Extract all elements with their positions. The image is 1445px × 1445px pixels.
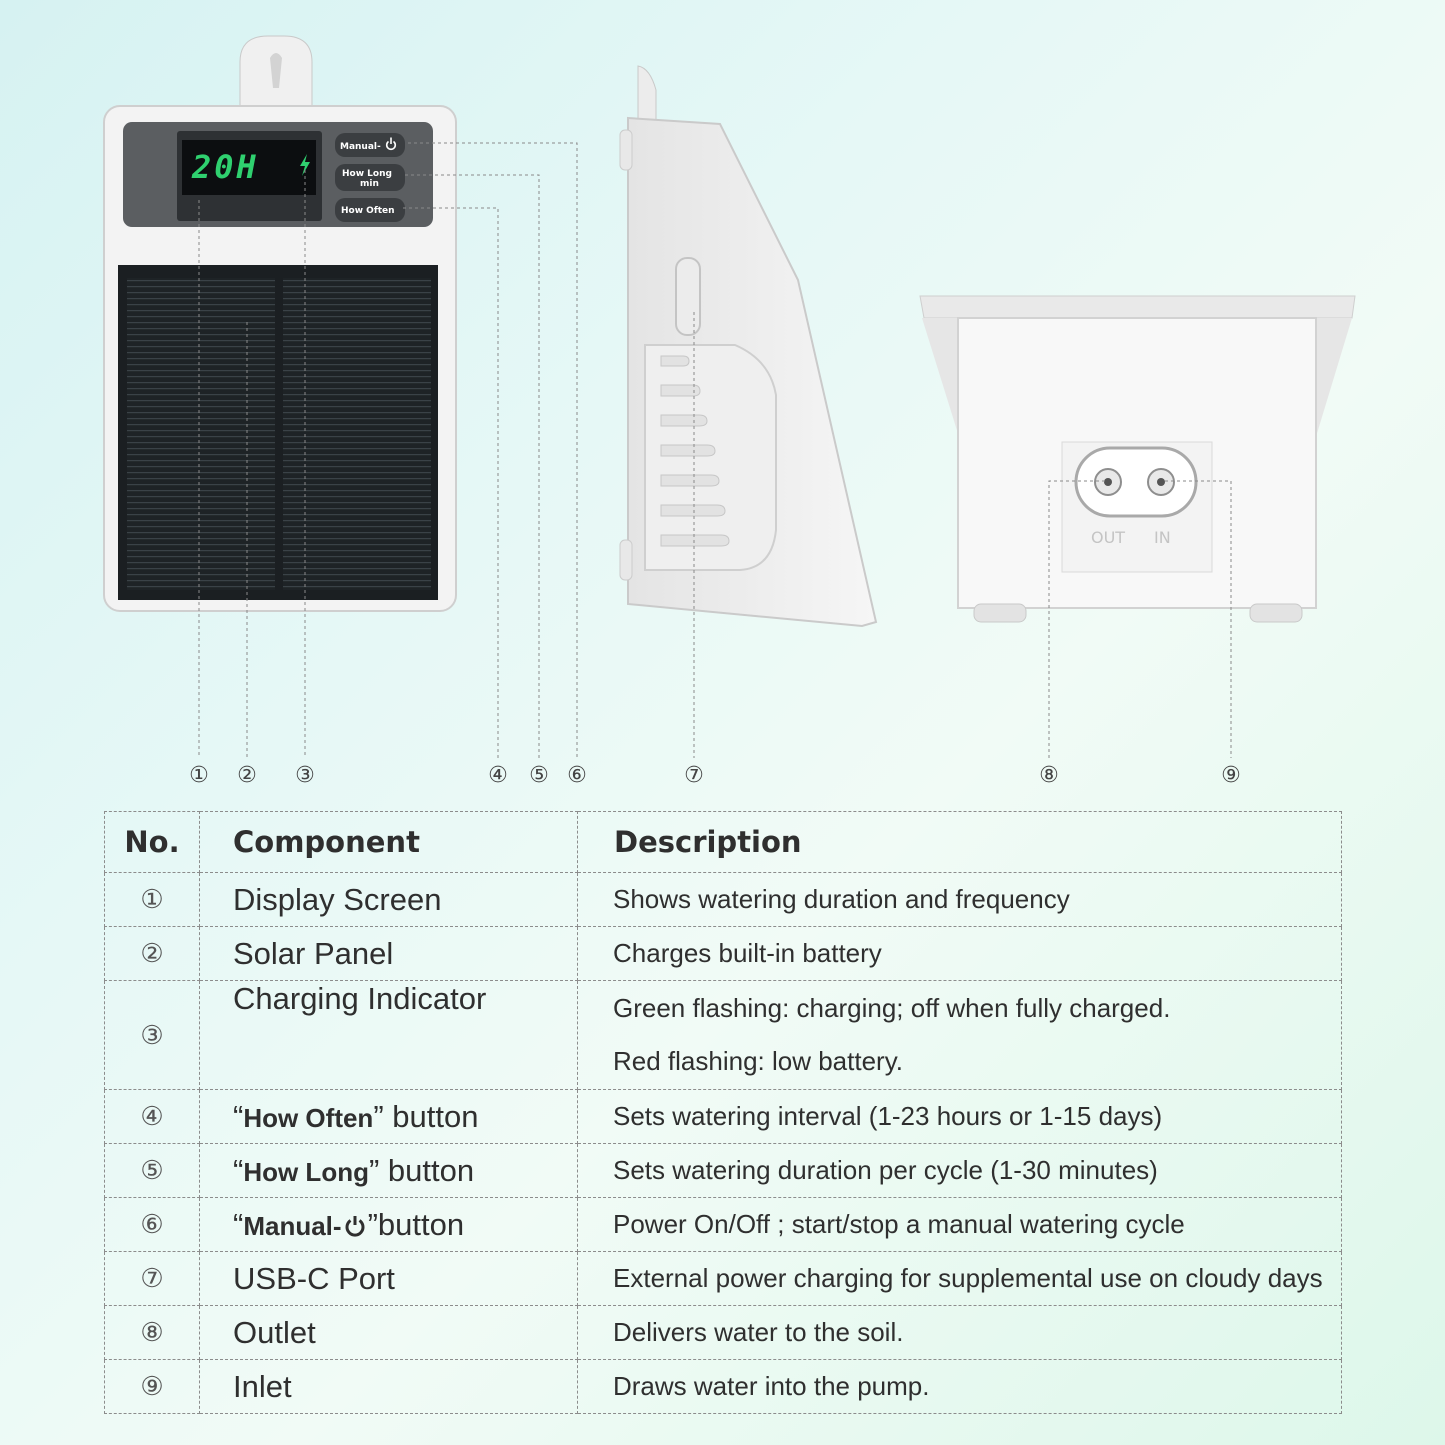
display-digits: 20H [191,148,259,186]
how-long-unit: min [360,179,379,189]
callout-8: ⑧ [1039,763,1059,788]
row-component: Solar Panel [199,926,578,981]
callout-5: ⑤ [529,763,549,788]
manual-button[interactable]: Manual- [335,133,405,157]
inlet-port[interactable] [1147,468,1175,496]
callout-2: ② [237,763,257,788]
power-icon [385,137,397,151]
table-row: ④ “How Often” button Sets watering inter… [104,1089,1342,1144]
row-component: “Manual-”button [199,1197,578,1252]
bottom-view: OUT IN [919,295,1356,623]
row-number: ④ [104,1089,200,1144]
row-number: ⑧ [104,1305,200,1360]
table-header-row: No. Component Description [104,811,1342,873]
how-long-button[interactable]: How Long min [335,164,405,191]
row-number: ① [104,872,200,927]
row-component: Inlet [199,1359,578,1414]
row-component: Charging Indicator [199,980,578,1090]
table-row: ⑦ USB-C Port External power charging for… [104,1251,1342,1306]
table-row: ① Display Screen Shows watering duration… [104,872,1342,927]
product-diagram: 20H Manual- How Long min How Often [103,35,1356,788]
charging-indicator-icon [300,154,310,176]
table-row: ⑤ “How Long” button Sets watering durati… [104,1143,1342,1198]
callout-1: ① [189,763,209,788]
how-often-label: How Often [341,206,395,216]
row-number: ③ [104,980,200,1090]
front-view: 20H Manual- How Long min How Often [103,35,457,612]
how-often-button[interactable]: How Often [335,198,405,222]
row-description: External power charging for supplemental… [577,1251,1342,1306]
callout-6: ⑥ [567,763,587,788]
manual-button-label: Manual- [340,142,381,152]
row-component: Display Screen [199,872,578,927]
inlet-label: IN [1154,528,1171,547]
row-description: Power On/Off ; start/stop a manual water… [577,1197,1342,1252]
vent-slots [660,355,730,547]
row-number: ⑦ [104,1251,200,1306]
table-row: ⑨ Inlet Draws water into the pump. [104,1359,1342,1414]
outlet-port[interactable] [1094,468,1122,496]
usb-c-port[interactable] [675,257,701,336]
callouts: ① ② ③ ④ ⑤ ⑥ ⑦ ⑧ ⑨ [189,763,1241,788]
callout-3: ③ [295,763,315,788]
header-component: Component [199,811,578,873]
outlet-label: OUT [1091,528,1125,547]
port-housing [1074,446,1198,518]
table-row: ② Solar Panel Charges built-in battery [104,926,1342,981]
row-description: Charges built-in battery [577,926,1342,981]
table-row: ③ Charging Indicator Green flashing: cha… [104,980,1342,1090]
table-row: ⑥ “Manual-”button Power On/Off ; start/s… [104,1197,1342,1252]
component-table: No. Component Description ① Display Scre… [104,811,1342,1414]
callout-4: ④ [488,763,508,788]
row-component: “How Often” button [199,1089,578,1144]
row-number: ② [104,926,200,981]
power-icon [345,1215,364,1237]
row-description: Green flashing: charging; off when fully… [577,980,1342,1090]
row-component: USB-C Port [199,1251,578,1306]
row-description: Draws water into the pump. [577,1359,1342,1414]
bottom-top-lip [919,295,1356,319]
row-number: ⑨ [104,1359,200,1414]
row-description: Sets watering interval (1-23 hours or 1-… [577,1089,1342,1144]
row-component: “How Long” button [199,1143,578,1198]
side-view [619,65,878,628]
header-description: Description [577,811,1342,873]
leader-lines [198,142,1232,758]
header-no: No. [104,811,200,873]
row-number: ⑤ [104,1143,200,1198]
row-component: Outlet [199,1305,578,1360]
row-description: Delivers water to the soil. [577,1305,1342,1360]
table-row: ⑧ Outlet Delivers water to the soil. [104,1305,1342,1360]
callout-9: ⑨ [1221,763,1241,788]
how-long-label: How Long [342,169,392,179]
callout-7: ⑦ [684,763,704,788]
row-description: Shows watering duration and frequency [577,872,1342,927]
row-number: ⑥ [104,1197,200,1252]
row-description: Sets watering duration per cycle (1-30 m… [577,1143,1342,1198]
